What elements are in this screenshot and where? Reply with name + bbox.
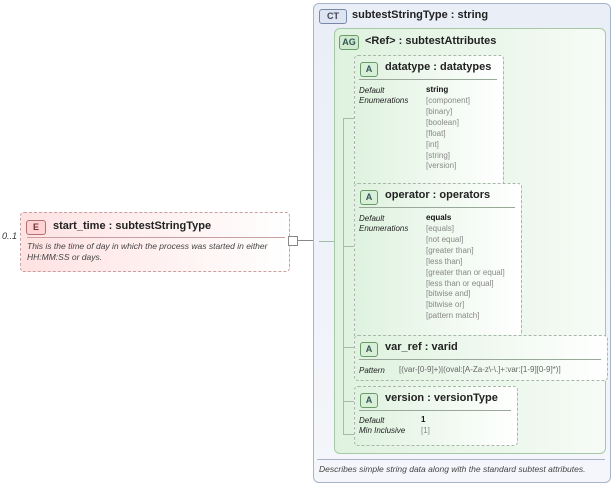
- pattern-label: Pattern: [359, 366, 385, 375]
- enumeration-value: [less than]: [426, 256, 463, 266]
- enumerations-label: Enumerations: [359, 224, 409, 233]
- enumeration-value: [not equal]: [426, 234, 464, 244]
- default-label: Default: [359, 86, 385, 95]
- attribute-icon: A: [360, 393, 378, 408]
- attribute-branch: [343, 401, 355, 402]
- element-icon: E: [26, 220, 46, 235]
- default-value: string: [426, 85, 449, 94]
- complex-type-divider: [317, 459, 605, 460]
- attribute-divider: [359, 79, 497, 80]
- attribute-title: version : versionType: [385, 392, 498, 404]
- attribute-icon: A: [360, 342, 378, 357]
- ct-ag-line: [319, 241, 334, 242]
- element-divider: [27, 237, 285, 238]
- enumeration-value: [component]: [426, 96, 471, 105]
- complex-type-box[interactable]: CT subtestStringType : string AG <Ref> :…: [313, 3, 611, 483]
- enumeration-value: [bitwise or]: [426, 300, 465, 310]
- element-start-time[interactable]: E start_time : subtestStringType This is…: [20, 212, 290, 272]
- enumeration-list: [equals] [not equal] [greater than] [les…: [426, 224, 505, 322]
- attribute-branch: [343, 347, 355, 348]
- enumeration-value: [string]: [426, 150, 451, 160]
- attribute-branch: [343, 118, 355, 119]
- attribute-operator[interactable]: A operator : operators Default Enumerati…: [354, 183, 522, 353]
- attribute-datatype[interactable]: A datatype : datatypes Default Enumerati…: [354, 55, 504, 205]
- attribute-var-ref[interactable]: A var_ref : varid Pattern [(var-[0-9]+)|…: [354, 335, 608, 381]
- enumeration-value: [equals]: [426, 224, 455, 233]
- complex-type-icon: CT: [319, 9, 347, 24]
- attribute-icon: A: [360, 62, 378, 77]
- attribute-divider: [359, 207, 515, 208]
- complex-type-title: subtestStringType : string: [352, 9, 489, 21]
- expand-connector[interactable]: [288, 236, 298, 246]
- attribute-title: datatype : datatypes: [385, 61, 492, 73]
- enumeration-value: [int]: [426, 139, 439, 149]
- enumeration-value: [bitwise and]: [426, 289, 471, 299]
- default-value: equals: [426, 213, 452, 222]
- attribute-group-title: <Ref> : subtestAttributes: [365, 35, 497, 47]
- attribute-title: var_ref : varid: [385, 341, 458, 353]
- default-label: Default: [359, 416, 385, 425]
- min-inclusive-label: Min Inclusive: [359, 426, 406, 435]
- element-description: This is the time of day in which the pro…: [27, 241, 268, 262]
- attribute-branch: [343, 246, 355, 247]
- attribute-version[interactable]: A version : versionType Default Min Incl…: [354, 386, 518, 446]
- min-inclusive-value: [1]: [421, 426, 430, 435]
- attribute-tree-trunk: [343, 118, 344, 434]
- attribute-group-box[interactable]: AG <Ref> : subtestAttributes A datatype …: [334, 28, 608, 454]
- attribute-icon: A: [360, 190, 378, 205]
- occurrence-label: 0..1: [2, 231, 18, 241]
- enumeration-value: [boolean]: [426, 117, 459, 127]
- connector-line: [298, 240, 313, 241]
- enumeration-value: [greater than]: [426, 245, 474, 255]
- enumeration-value: [binary]: [426, 106, 453, 116]
- attribute-title: operator : operators: [385, 189, 491, 201]
- attribute-divider: [359, 410, 511, 411]
- element-title: start_time : subtestStringType: [53, 220, 212, 232]
- pattern-value: [(var-[0-9]+)|(oval:[A-Za-z\-\.]+:var:[1…: [399, 365, 561, 374]
- enumeration-value: [less than or equal]: [426, 278, 494, 288]
- default-value: 1: [421, 415, 426, 424]
- default-label: Default: [359, 214, 385, 223]
- enumeration-list: [component] [binary] [boolean] [float] […: [426, 96, 470, 172]
- enumeration-value: [float]: [426, 128, 446, 138]
- enumeration-value: [greater than or equal]: [426, 267, 505, 277]
- enumeration-value: [pattern match]: [426, 311, 480, 321]
- complex-type-description: Describes simple string data along with …: [319, 464, 586, 474]
- attribute-branch: [343, 434, 355, 435]
- enumerations-label: Enumerations: [359, 96, 409, 105]
- attribute-group-icon: AG: [339, 35, 359, 50]
- enumeration-value: [version]: [426, 161, 457, 171]
- attribute-divider: [359, 359, 601, 360]
